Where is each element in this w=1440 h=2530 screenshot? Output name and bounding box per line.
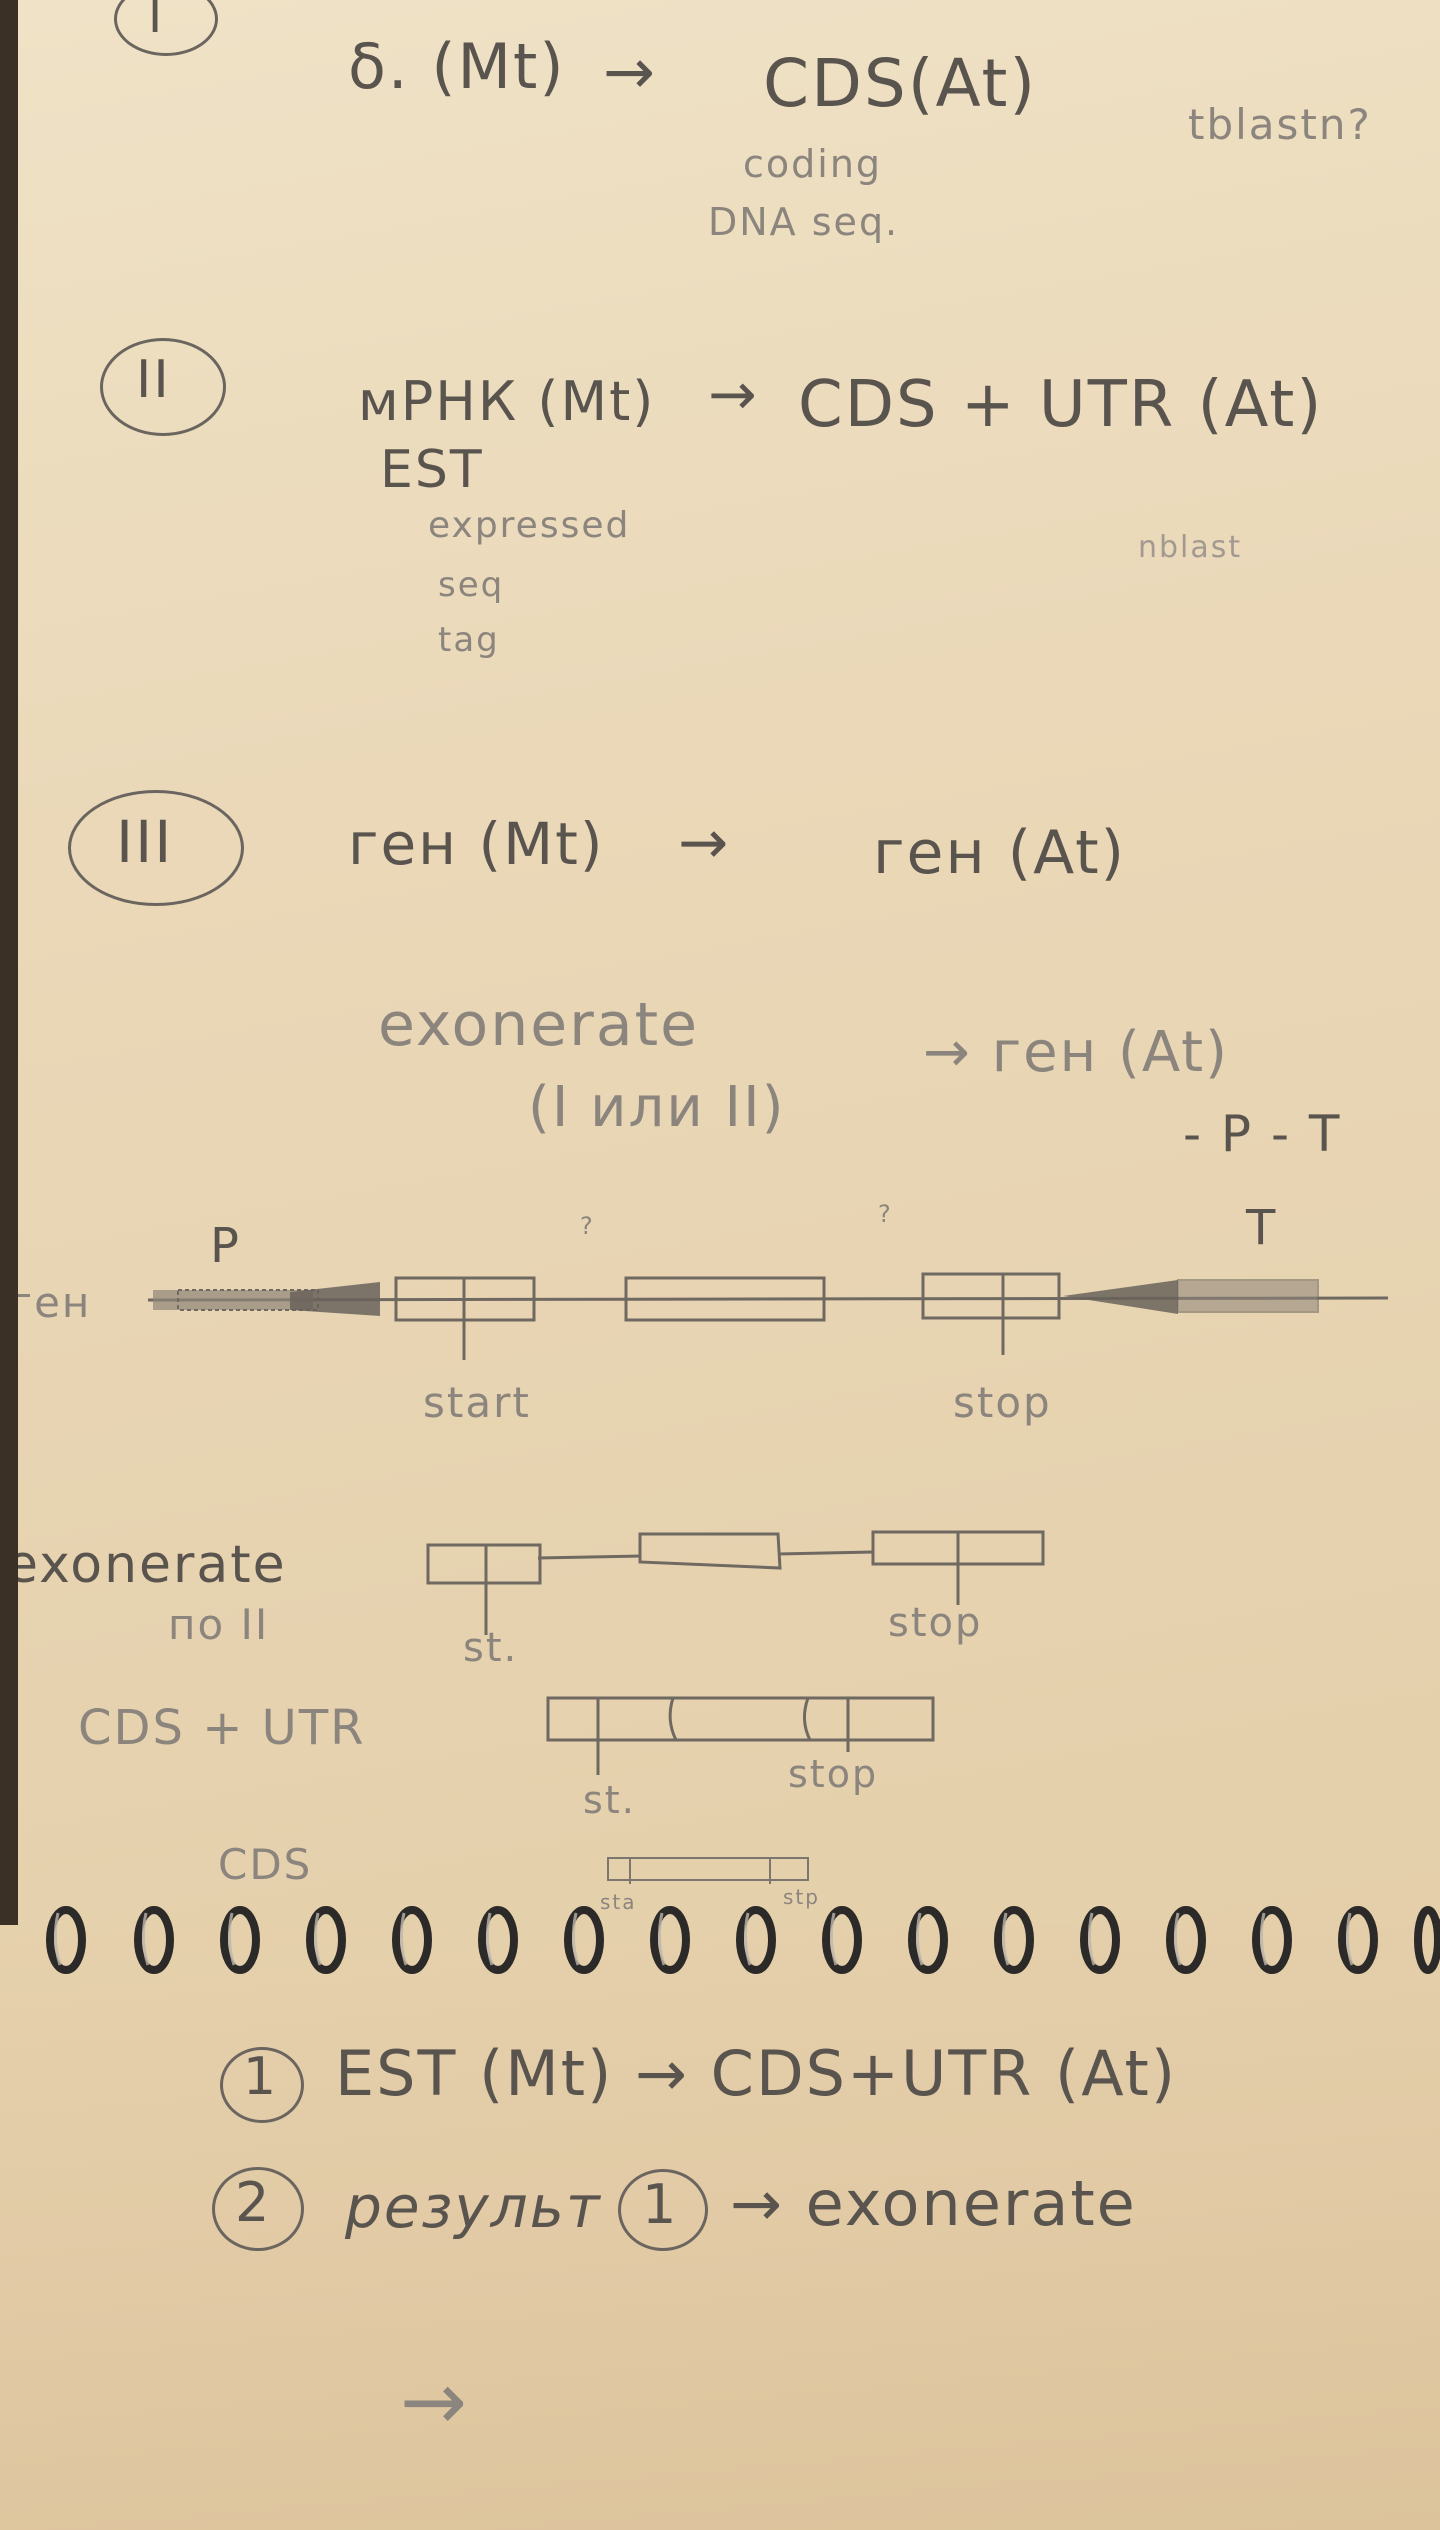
step-2-circle xyxy=(212,2167,304,2251)
cds-utr-stop-label: stop xyxy=(788,1752,879,1796)
notebook-page-bottom: 1 EST (Mt) → CDS+UTR (At) 2 результ 1 → … xyxy=(0,1925,1440,2530)
section-1-left: δ. (Mt) xyxy=(348,30,566,103)
section-3-arrow: → xyxy=(678,808,731,878)
section-2-gloss-1: expressed xyxy=(428,505,631,546)
section-1-note: tblastn? xyxy=(1188,100,1372,149)
section-2-numeral: II xyxy=(136,350,171,410)
section-2-arrow: → xyxy=(708,360,759,428)
gene-stop-label: stop xyxy=(953,1378,1052,1427)
section-1-numeral: I xyxy=(148,0,165,44)
gene-terminator-label: T xyxy=(1246,1200,1278,1256)
section-1-arrow: → xyxy=(603,35,657,108)
cds-row-label: CDS xyxy=(218,1840,313,1889)
final-arrow: → xyxy=(400,2355,470,2448)
section-3-tool: exonerate xyxy=(378,990,700,1060)
section-2-note: nblast xyxy=(1138,530,1243,565)
step-2-text: → exonerate xyxy=(730,2167,1137,2240)
section-2-sub: EST xyxy=(380,440,484,500)
section-3-tool-args: (I или II) xyxy=(528,1075,786,1140)
cds-structure-diagram xyxy=(607,1857,809,1884)
step-1-circle xyxy=(220,2047,304,2123)
cds-utr-structure-diagram xyxy=(546,1696,935,1775)
section-2-gloss-2: seq xyxy=(438,565,505,605)
exonerate-row-label-2: по II xyxy=(168,1600,270,1649)
exonerate-stop-label: stop xyxy=(888,1600,983,1646)
gene-question-2: ? xyxy=(878,1200,893,1228)
section-3-left: ген (Mt) xyxy=(348,810,605,878)
gene-start-label: start xyxy=(423,1378,531,1427)
section-2-gloss-3: tag xyxy=(438,620,500,660)
gene-question-1: ? xyxy=(580,1212,595,1240)
gene-row-label: ген xyxy=(18,1278,92,1327)
step-1-number: 1 xyxy=(243,2047,279,2107)
step-2-ref: 1 xyxy=(642,2173,679,2236)
step-2-prefix: результ xyxy=(345,2173,602,2241)
section-1-right: CDS(At) xyxy=(763,45,1038,122)
cds-start-label: sta xyxy=(600,1890,637,1914)
numeral-circle-1 xyxy=(114,0,218,56)
section-2-right: CDS + UTR (At) xyxy=(798,368,1324,442)
cds-utr-start-label: st. xyxy=(583,1778,636,1822)
cds-utr-row-label: CDS + UTR xyxy=(78,1700,366,1756)
exonerate-start-label: st. xyxy=(463,1625,519,1671)
section-3-right: ген (At) xyxy=(873,818,1127,888)
gene-promoter-label: P xyxy=(210,1218,241,1274)
section-3-result-note: - P - T xyxy=(1183,1105,1342,1163)
section-1-gloss-1: coding xyxy=(743,142,883,186)
cds-stop-label: stp xyxy=(783,1885,820,1909)
numeral-circle-2 xyxy=(100,338,226,436)
exonerate-row-label-1: exonerate xyxy=(18,1535,287,1595)
notebook-page-top: I δ. (Mt) → CDS(At) tblastn? coding DNA … xyxy=(18,0,1440,1925)
section-3-result: → ген (At) xyxy=(923,1020,1229,1085)
step-2-ref-circle xyxy=(618,2169,708,2251)
gene-structure-diagram xyxy=(147,1272,1389,1360)
section-2-left: мРНК (Mt) xyxy=(358,370,656,433)
step-2-number: 2 xyxy=(235,2171,272,2234)
step-1-text: EST (Mt) → CDS+UTR (At) xyxy=(335,2037,1178,2110)
section-3-numeral: III xyxy=(116,808,174,876)
section-1-gloss-2: DNA seq. xyxy=(708,200,900,244)
exonerate-structure-diagram xyxy=(426,1530,1045,1635)
numeral-circle-3 xyxy=(68,790,244,906)
